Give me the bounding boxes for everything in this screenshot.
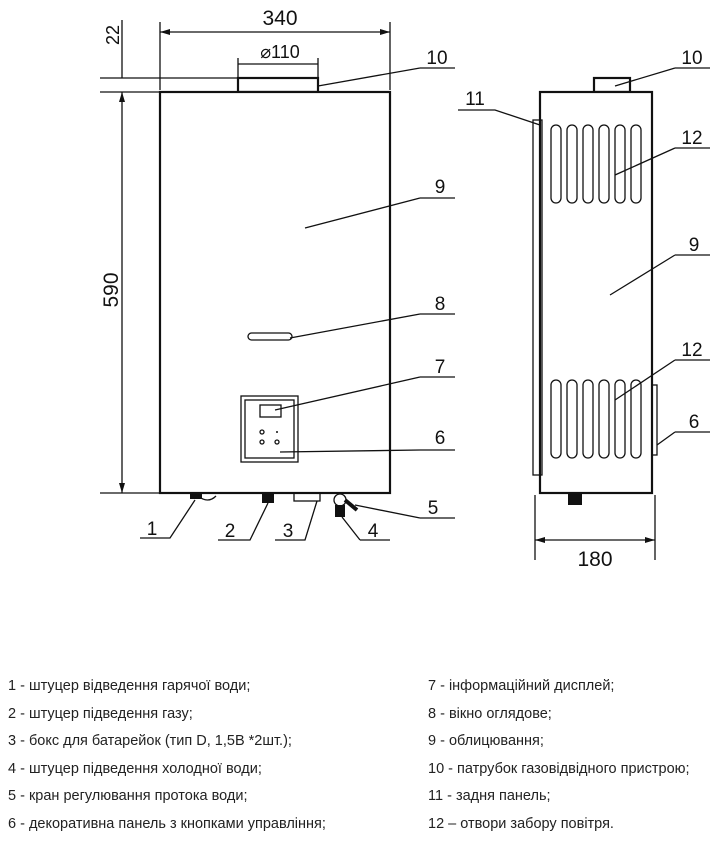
callout-12-bottom: 12 [681, 340, 702, 361]
callout-8: 8 [435, 294, 446, 315]
legend-item: 7 - інформаційний дисплей; [428, 678, 615, 694]
side-casing [538, 90, 654, 495]
legend-item: 12 – отвори забору повітря. [428, 815, 614, 832]
legend-item: 6 - декоративна панель з кнопками управл… [8, 815, 326, 832]
legend-item: 4 - штуцер підведення холодної води; [8, 760, 262, 777]
legend-item: 9 - облицювання; [428, 733, 544, 750]
callout-10: 10 [426, 48, 447, 69]
callout-7: 7 [435, 357, 446, 378]
flue-pipe [236, 76, 320, 94]
front-casing [158, 90, 392, 495]
control-panel [240, 395, 299, 463]
legend-item: 5 - кран регулювання протока води; [8, 788, 248, 805]
callout-11: 11 [465, 89, 485, 110]
control-button [259, 439, 265, 445]
callout-5: 5 [428, 498, 439, 519]
callout-1: 1 [147, 519, 158, 540]
callout-9: 9 [435, 177, 446, 198]
air-intake-vents-top [550, 124, 642, 204]
depth-dimension: 180 [577, 548, 612, 571]
side-view: 180 10 11 12 9 12 6 [458, 48, 710, 571]
callout-10-side: 10 [681, 48, 702, 69]
control-button [274, 439, 280, 445]
front-view: 340 ⌀110 22 590 [100, 7, 455, 542]
callout-6-side: 6 [689, 412, 700, 433]
legend-right-column: 7 - інформаційний дисплей; 8 - вікно огл… [428, 676, 690, 842]
gas-fitting [262, 493, 274, 503]
legend-item: 8 - вікно оглядове; [428, 705, 552, 722]
legend-item: 2 - штуцер підведення газу; [8, 705, 193, 722]
legend-item: 3 - бокс для батарейок (тип D, 1,5В *2шт… [8, 733, 292, 750]
control-button [259, 429, 265, 435]
back-panel [532, 119, 543, 476]
width-dimension: 340 [262, 7, 297, 30]
legend-left-column: 1 - штуцер відведення гарячої води; 2 - … [8, 676, 326, 842]
callout-9-side: 9 [689, 235, 700, 256]
flue-offset-dimension: 22 [103, 25, 123, 45]
legend-item: 1 - штуцер відведення гарячої води; [8, 678, 251, 694]
cold-water-fitting [333, 493, 347, 507]
height-dimension: 590 [100, 272, 123, 307]
flow-valve [343, 498, 359, 512]
hot-water-fitting [190, 493, 202, 499]
flue-diameter-dimension: ⌀110 [260, 42, 300, 62]
display [259, 404, 282, 418]
callout-2: 2 [225, 521, 236, 542]
battery-box [293, 492, 321, 502]
callout-12-top: 12 [681, 128, 702, 149]
callout-3: 3 [283, 521, 294, 542]
water-heater-diagram: 340 ⌀110 22 590 [100, 7, 710, 571]
air-intake-vents-bottom [550, 379, 642, 459]
viewing-window [247, 332, 293, 341]
flue-pipe-side [592, 76, 632, 94]
legend-item: 11 - задня панель; [428, 788, 551, 805]
callout-6: 6 [435, 428, 446, 449]
legend-item: 10 - патрубок газовідвідного пристрою; [428, 760, 690, 777]
callout-4: 4 [368, 521, 379, 542]
